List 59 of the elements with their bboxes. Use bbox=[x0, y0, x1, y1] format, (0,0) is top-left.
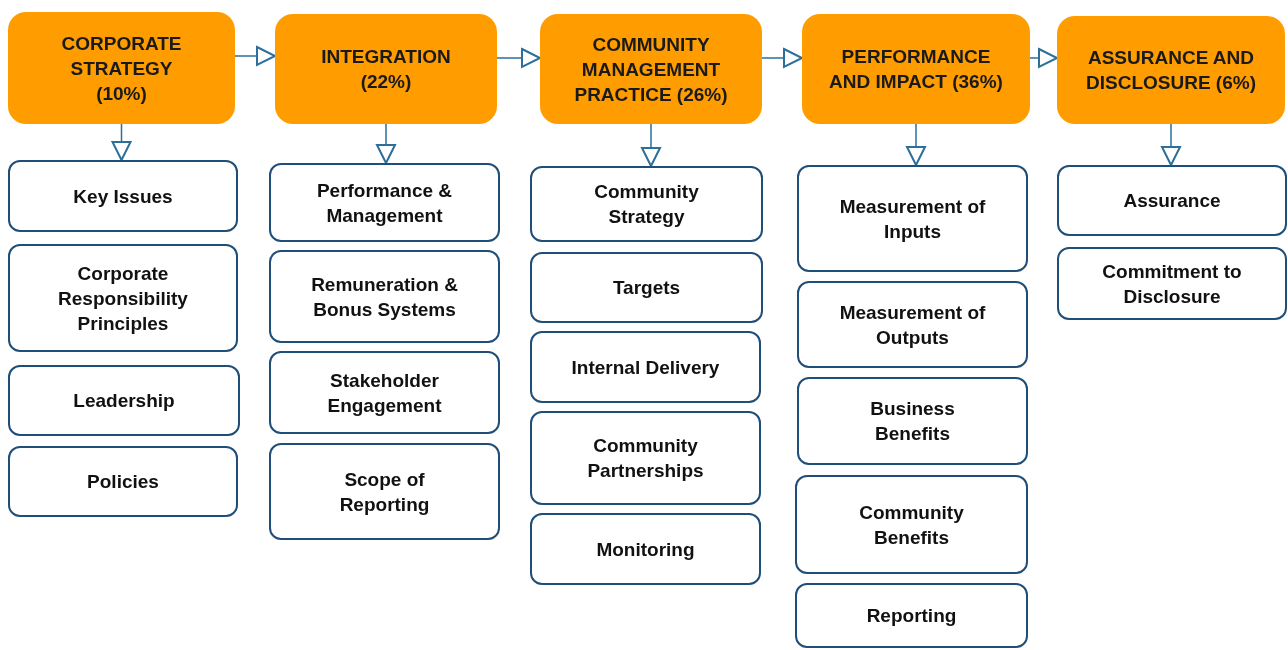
box-label: Internal Delivery bbox=[571, 355, 720, 380]
arrow bbox=[906, 123, 926, 166]
process-box bbox=[530, 513, 761, 585]
box-label: Policies bbox=[87, 470, 159, 494]
process-box bbox=[797, 165, 1028, 272]
process-box bbox=[8, 244, 238, 352]
box-label: Measurement of Outputs bbox=[838, 300, 987, 350]
box-label: Leadership bbox=[73, 389, 175, 413]
process-box bbox=[797, 377, 1028, 465]
process-box bbox=[530, 331, 761, 403]
process-box bbox=[1057, 247, 1287, 320]
box-label: Monitoring bbox=[596, 537, 695, 562]
box-label: Targets bbox=[612, 276, 681, 300]
arrow bbox=[111, 123, 132, 161]
stage-box bbox=[540, 14, 762, 124]
process-box bbox=[795, 583, 1028, 648]
process-box bbox=[795, 475, 1028, 574]
stage-box bbox=[802, 14, 1030, 124]
arrow bbox=[1029, 48, 1058, 68]
stage-title: CORPORATE STRATEGY (10%) bbox=[60, 31, 183, 106]
box-label: Performance & Management bbox=[315, 178, 454, 228]
process-box bbox=[797, 281, 1028, 368]
stage-title: INTEGRATION (22%) bbox=[321, 45, 451, 94]
process-box bbox=[269, 250, 500, 343]
box-label: Key Issues bbox=[73, 184, 173, 209]
process-box bbox=[269, 443, 500, 540]
box-label: Community Partnerships bbox=[586, 434, 705, 483]
box-label: Remuneration & Bonus Systems bbox=[310, 272, 459, 322]
process-box bbox=[530, 252, 763, 323]
stage-title: ASSURANCE AND DISCLOSURE (6%) bbox=[1085, 46, 1257, 95]
process-box bbox=[1057, 165, 1287, 236]
stage-box bbox=[275, 14, 497, 124]
box-label: Corporate Responsibility Principles bbox=[57, 261, 189, 336]
process-box bbox=[530, 411, 761, 505]
process-box bbox=[530, 166, 763, 242]
stage-title: COMMUNITY MANAGEMENT PRACTICE (26%) bbox=[573, 32, 729, 107]
box-label: Business Benefits bbox=[869, 397, 956, 446]
box-label: Measurement of Inputs bbox=[838, 194, 987, 244]
process-box bbox=[8, 446, 238, 517]
arrow bbox=[496, 48, 541, 68]
box-label: Community Benefits bbox=[858, 500, 965, 550]
arrow bbox=[1161, 123, 1181, 166]
box-label: Stakeholder Engagement bbox=[326, 368, 443, 418]
box-label: Scope of Reporting bbox=[338, 467, 431, 517]
process-box bbox=[8, 160, 238, 232]
arrow bbox=[641, 123, 661, 167]
stage-box bbox=[8, 12, 235, 124]
box-label: Assurance bbox=[1123, 189, 1221, 213]
box-label: Community Strategy bbox=[593, 180, 700, 229]
process-box bbox=[269, 351, 500, 434]
process-box bbox=[8, 365, 240, 436]
box-label: Commitment to Disclosure bbox=[1101, 259, 1243, 309]
stage-title: PERFORMANCE AND IMPACT (36%) bbox=[828, 45, 1004, 94]
box-label: Reporting bbox=[866, 604, 957, 628]
arrow bbox=[761, 48, 803, 68]
arrow bbox=[234, 46, 276, 66]
arrow bbox=[376, 123, 396, 164]
stage-box bbox=[1057, 16, 1285, 124]
process-box bbox=[269, 163, 500, 242]
